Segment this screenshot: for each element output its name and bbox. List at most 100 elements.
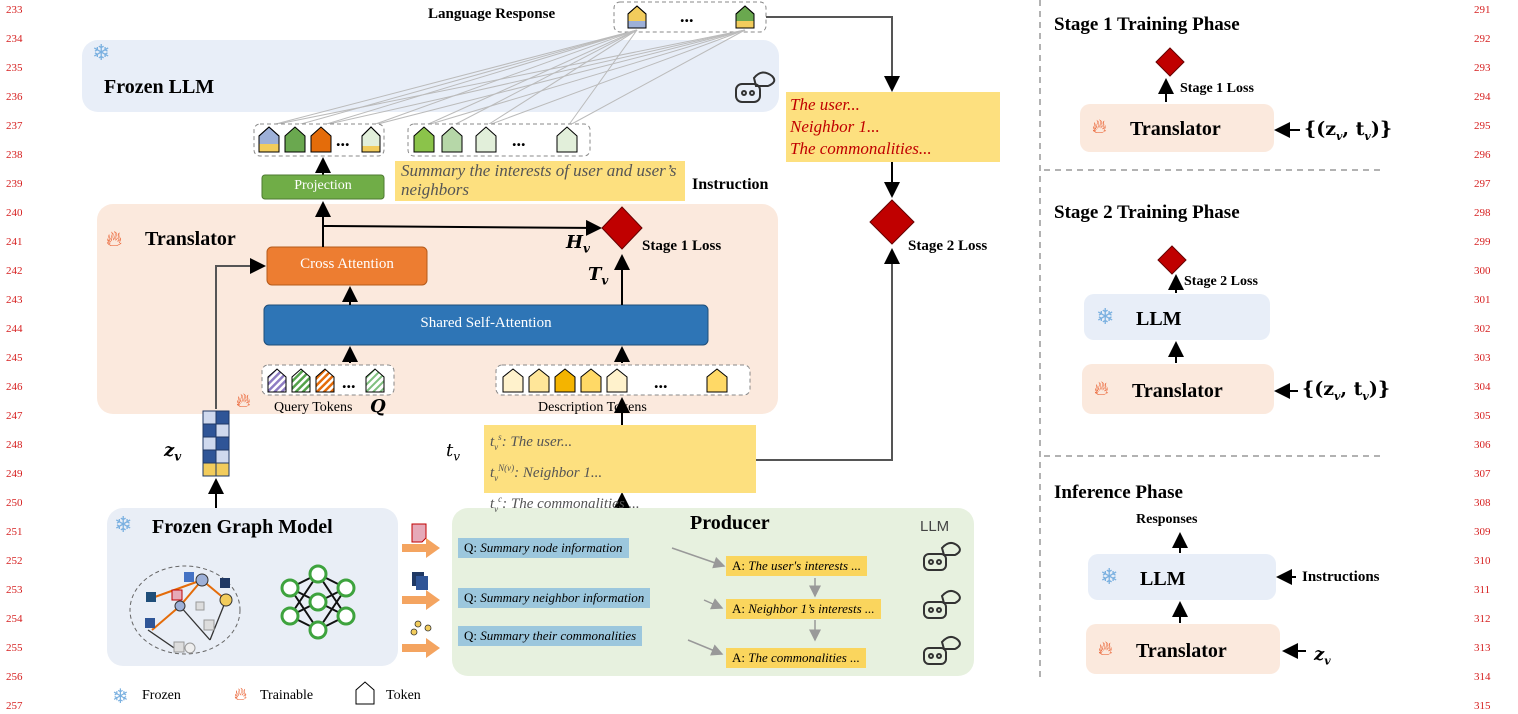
response-line: The user... <box>790 95 860 114</box>
stage2-llm: LLM <box>1136 308 1182 330</box>
instruction-label: Instruction <box>692 176 769 193</box>
shared-self-attention-label: Shared Self-Attention <box>420 315 552 331</box>
line-number: 238 <box>6 149 23 161</box>
line-number: 242 <box>6 265 23 277</box>
legend-trainable: Trainable <box>260 688 314 703</box>
fire-icon: 🔥︎ <box>234 684 248 704</box>
line-number: 234 <box>6 33 23 45</box>
line-number: 239 <box>6 178 23 190</box>
llm-input-ellipsis-1: ... <box>336 130 350 150</box>
line-number: 299 <box>1474 236 1491 248</box>
snowflake-icon: ❄ <box>92 40 111 65</box>
line-number: 297 <box>1474 178 1491 190</box>
description-text-box: tvs: The user... tvN(v): Neighbor 1... t… <box>484 425 756 514</box>
stage2-loss-label: Stage 2 Loss <box>908 238 988 254</box>
translator-label: Translator <box>145 228 236 250</box>
stage1-loss-right: Stage 1 Loss <box>1180 81 1254 96</box>
t-v-symbol: tv <box>446 440 461 464</box>
producer-llm-label: LLM <box>920 518 950 535</box>
line-number: 236 <box>6 91 23 103</box>
line-number: 307 <box>1474 468 1491 480</box>
response-text-box: The user... Neighbor 1... The commonalit… <box>786 92 1000 162</box>
line-number: 250 <box>6 497 23 509</box>
line-number: 240 <box>6 207 23 219</box>
question-node: Q: Summary node information <box>458 538 629 558</box>
line-number: 249 <box>6 468 23 480</box>
stage2-tuple: {(zv, tv)} <box>1302 378 1391 403</box>
line-number: 251 <box>6 526 23 538</box>
query-ellipsis: ... <box>342 372 356 392</box>
inference-z-v: zv <box>1314 644 1331 668</box>
response-line: The commonalities... <box>790 139 932 158</box>
description-ellipsis: ... <box>654 372 668 392</box>
line-number: 246 <box>6 381 23 393</box>
line-number: 302 <box>1474 323 1491 335</box>
inference-llm: LLM <box>1140 568 1186 590</box>
stage2-loss-right: Stage 2 Loss <box>1184 274 1258 289</box>
stage1-translator-box <box>1080 104 1274 152</box>
line-number: 303 <box>1474 352 1491 364</box>
frozen-llm-label: Frozen LLM <box>104 76 215 98</box>
line-number: 254 <box>6 613 23 625</box>
line-number: 233 <box>6 4 23 16</box>
line-number: 248 <box>6 439 23 451</box>
stage1-title: Stage 1 Training Phase <box>1054 14 1240 35</box>
line-number: 295 <box>1474 120 1491 132</box>
line-number: 310 <box>1474 555 1491 567</box>
line-number: 301 <box>1474 294 1491 306</box>
instructions-label: Instructions <box>1302 569 1380 585</box>
line-number: 237 <box>6 120 23 132</box>
snowflake-icon: ❄ <box>114 512 133 537</box>
inference-title: Inference Phase <box>1054 482 1183 503</box>
line-number: 252 <box>6 555 23 567</box>
line-number: 311 <box>1474 584 1491 596</box>
cross-attention-label: Cross Attention <box>300 256 394 272</box>
inference-llm-box <box>1088 554 1276 600</box>
inference-translator: Translator <box>1136 640 1227 662</box>
frozen-graph-model-label: Frozen Graph Model <box>152 516 333 538</box>
stage2-translator-box <box>1082 364 1274 414</box>
h-v-symbol: Hv <box>566 232 590 256</box>
line-number: 308 <box>1474 497 1491 509</box>
llm-input-ellipsis-2: ... <box>512 130 526 150</box>
description-line-user: tvs: The user... <box>490 432 573 452</box>
responses-label: Responses <box>1136 512 1198 527</box>
line-number: 298 <box>1474 207 1491 219</box>
z-v-symbol: zv <box>164 440 182 464</box>
language-response-label: Language Response <box>428 6 556 22</box>
line-number: 313 <box>1474 642 1491 654</box>
line-number: 245 <box>6 352 23 364</box>
fire-icon: 🔥︎ <box>1098 638 1113 660</box>
instruction-text: Summary the interests of user and user’s… <box>395 161 685 201</box>
line-number: 312 <box>1474 613 1491 625</box>
stage1-loss-label: Stage 1 Loss <box>642 238 722 254</box>
line-number: 294 <box>1474 91 1491 103</box>
line-number: 306 <box>1474 439 1491 451</box>
line-number: 235 <box>6 62 23 74</box>
line-number: 314 <box>1474 671 1491 683</box>
stage1-tuple: {(zv, tv)} <box>1304 118 1393 143</box>
question-neighbor: Q: Summary neighbor information <box>458 588 651 608</box>
inference-translator-box <box>1086 624 1280 674</box>
snowflake-icon: ❄ <box>1100 564 1119 589</box>
stage2-translator: Translator <box>1132 380 1223 402</box>
projection-label: Projection <box>294 178 352 193</box>
description-tokens-label: Description Tokens <box>538 400 647 415</box>
line-number: 257 <box>6 700 23 712</box>
line-number: 292 <box>1474 33 1491 45</box>
query-tokens-label: Query Tokens <box>274 400 353 415</box>
fire-icon: 🔥︎ <box>106 226 123 251</box>
description-line-neighbor: tvN(v): Neighbor 1... <box>490 463 603 483</box>
line-number: 253 <box>6 584 23 596</box>
line-number: 300 <box>1474 265 1491 277</box>
line-number: 309 <box>1474 526 1491 538</box>
fire-icon: 🔥︎ <box>1092 116 1107 138</box>
line-number: 305 <box>1474 410 1491 422</box>
legend-token: Token <box>386 688 421 703</box>
line-number: 247 <box>6 410 23 422</box>
q-symbol: Q <box>370 396 386 417</box>
producer-label: Producer <box>690 512 770 534</box>
line-number: 293 <box>1474 62 1491 74</box>
response-ellipsis: ... <box>680 6 694 26</box>
